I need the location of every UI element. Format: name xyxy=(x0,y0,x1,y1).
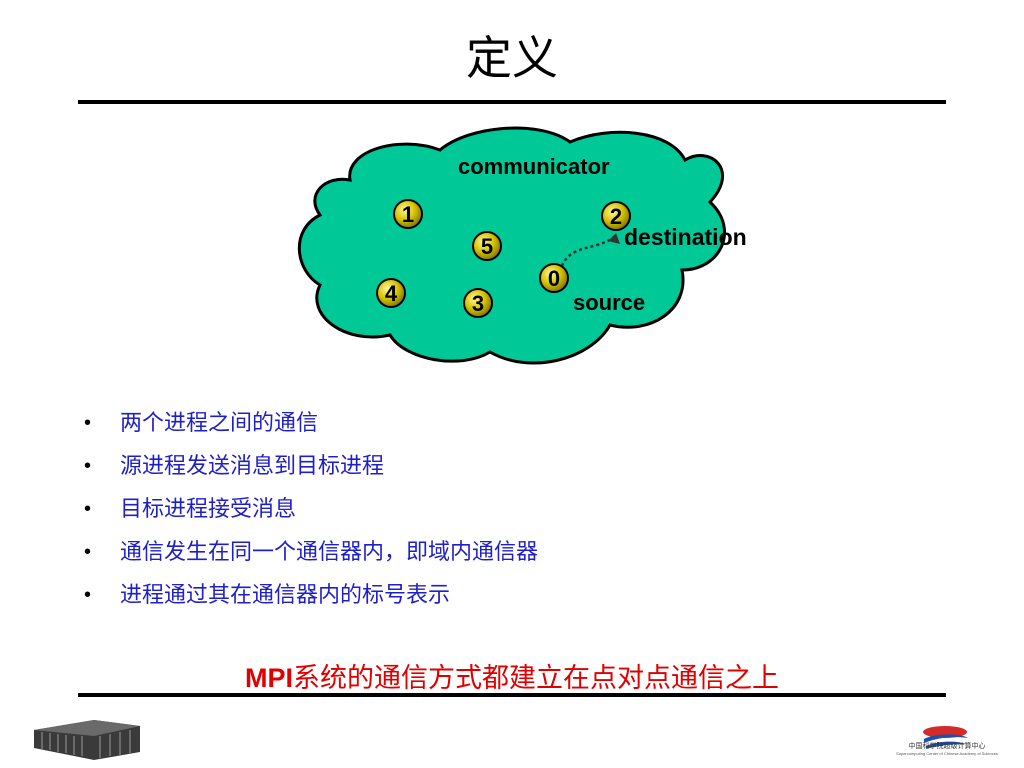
rank-0: 0 xyxy=(539,263,569,293)
org-logo-icon xyxy=(923,726,968,749)
bullet-item: • 目标进程接受消息 xyxy=(84,488,538,531)
bullet-marker: • xyxy=(84,498,92,520)
bullet-list: • 两个进程之间的通信 • 源进程发送消息到目标进程 • 目标进程接受消息 • 通信发生… xyxy=(84,402,538,617)
bullet-text: 进程通过其在通信器内的标号表示 xyxy=(120,583,451,608)
rank-2-label: 2 xyxy=(610,204,622,229)
message-arrow xyxy=(560,236,614,267)
bullet-item: • 通信发生在同一个通信器内，即域内通信器 xyxy=(84,531,538,574)
bullet-marker: • xyxy=(84,455,92,477)
bullet-text: 通信发生在同一个通信器内，即域内通信器 xyxy=(120,540,539,565)
conclusion-prefix: MPI xyxy=(244,663,293,693)
communicator-cloud xyxy=(297,126,727,365)
rank-1-label: 1 xyxy=(402,202,414,227)
bullet-text: 目标进程接受消息 xyxy=(120,497,297,522)
rank-3: 3 xyxy=(463,288,493,318)
bullet-item: • 源进程发送消息到目标进程 xyxy=(84,445,538,488)
source-label: source xyxy=(573,290,645,315)
rank-4-label: 4 xyxy=(385,281,398,306)
arrow-head-icon xyxy=(608,233,620,244)
bullet-item: • 两个进程之间的通信 xyxy=(84,402,538,445)
rank-0-label: 0 xyxy=(548,266,560,291)
bullet-marker: • xyxy=(84,541,92,563)
server-rack-image xyxy=(34,720,140,760)
conclusion-text: 系统的通信方式都建立在点对点通信之上 xyxy=(293,663,779,694)
rank-5-label: 5 xyxy=(481,234,493,259)
rank-2: 2 xyxy=(601,201,631,231)
rank-4: 4 xyxy=(376,278,406,308)
rank-5: 5 xyxy=(472,231,502,261)
bullet-item: • 进程通过其在通信器内的标号表示 xyxy=(84,574,538,617)
org-name-cn: 中国科学院超级计算中心 xyxy=(908,742,986,750)
rank-3-label: 3 xyxy=(472,291,484,316)
bullet-text: 源进程发送消息到目标进程 xyxy=(120,454,385,479)
communicator-label: communicator xyxy=(458,154,610,179)
bullet-text: 两个进程之间的通信 xyxy=(120,411,319,436)
bullet-marker: • xyxy=(84,412,92,434)
communicator-cloud-svg: communicator destination source 1 2 5 0 … xyxy=(297,126,747,365)
conclusion-statement: MPI系统的通信方式都建立在点对点通信之上 xyxy=(0,656,1024,695)
destination-label: destination xyxy=(624,224,747,250)
slide-title: 定义 xyxy=(466,31,558,85)
footer-divider xyxy=(78,693,946,697)
communicator-diagram: communicator destination source 1 2 5 0 … xyxy=(290,120,810,380)
rank-1: 1 xyxy=(393,199,423,229)
title-divider xyxy=(78,100,946,104)
bullet-marker: • xyxy=(84,584,92,606)
org-name-en: Supercomputing Center of Chinese Academy… xyxy=(896,751,998,756)
